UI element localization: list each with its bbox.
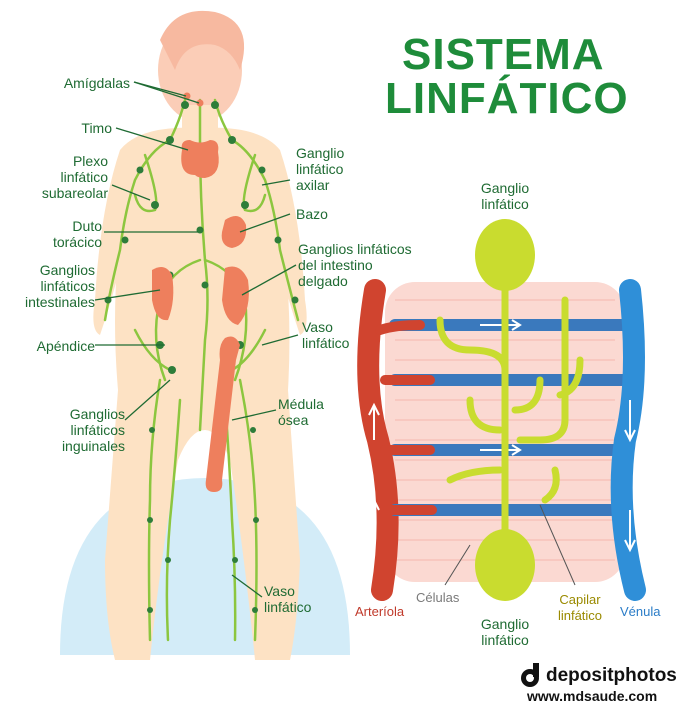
detail-leader-lines <box>444 504 576 586</box>
title-line-2: LINFÁTICO <box>385 74 629 123</box>
tonsil-left <box>183 92 191 100</box>
brand-logo-text: depositphotos <box>546 665 677 686</box>
ganglio-top-node <box>475 219 535 291</box>
label-amigdalas: Amígdalas <box>63 75 130 91</box>
intestine-right <box>222 266 249 325</box>
ganglio-bottom-node <box>475 529 535 601</box>
body-organs <box>152 92 249 492</box>
label-arteriola: Arteríola <box>355 604 405 619</box>
body-leader-lines <box>94 81 299 598</box>
label-celulas: Células <box>416 590 460 605</box>
label-timo: Timo <box>81 120 112 136</box>
intestine-left <box>152 266 174 321</box>
spleen-organ <box>221 216 247 248</box>
femur-bone <box>205 336 240 492</box>
title-line-1: SISTEMA <box>402 30 605 79</box>
lymph-capillaries <box>436 246 584 549</box>
label-apendice: Apéndice <box>36 338 95 354</box>
label-bazo: Bazo <box>296 206 328 222</box>
backdrop-semicircle <box>60 478 350 655</box>
label-venula: Vénula <box>620 604 661 619</box>
depositphotos-logo-icon <box>521 663 539 687</box>
arteriola-vessel <box>357 279 399 601</box>
tonsil-right <box>196 99 204 107</box>
brand-url: www.mdsaude.com <box>527 688 658 704</box>
flow-arrows <box>368 319 636 553</box>
thymus-organ <box>181 140 219 178</box>
